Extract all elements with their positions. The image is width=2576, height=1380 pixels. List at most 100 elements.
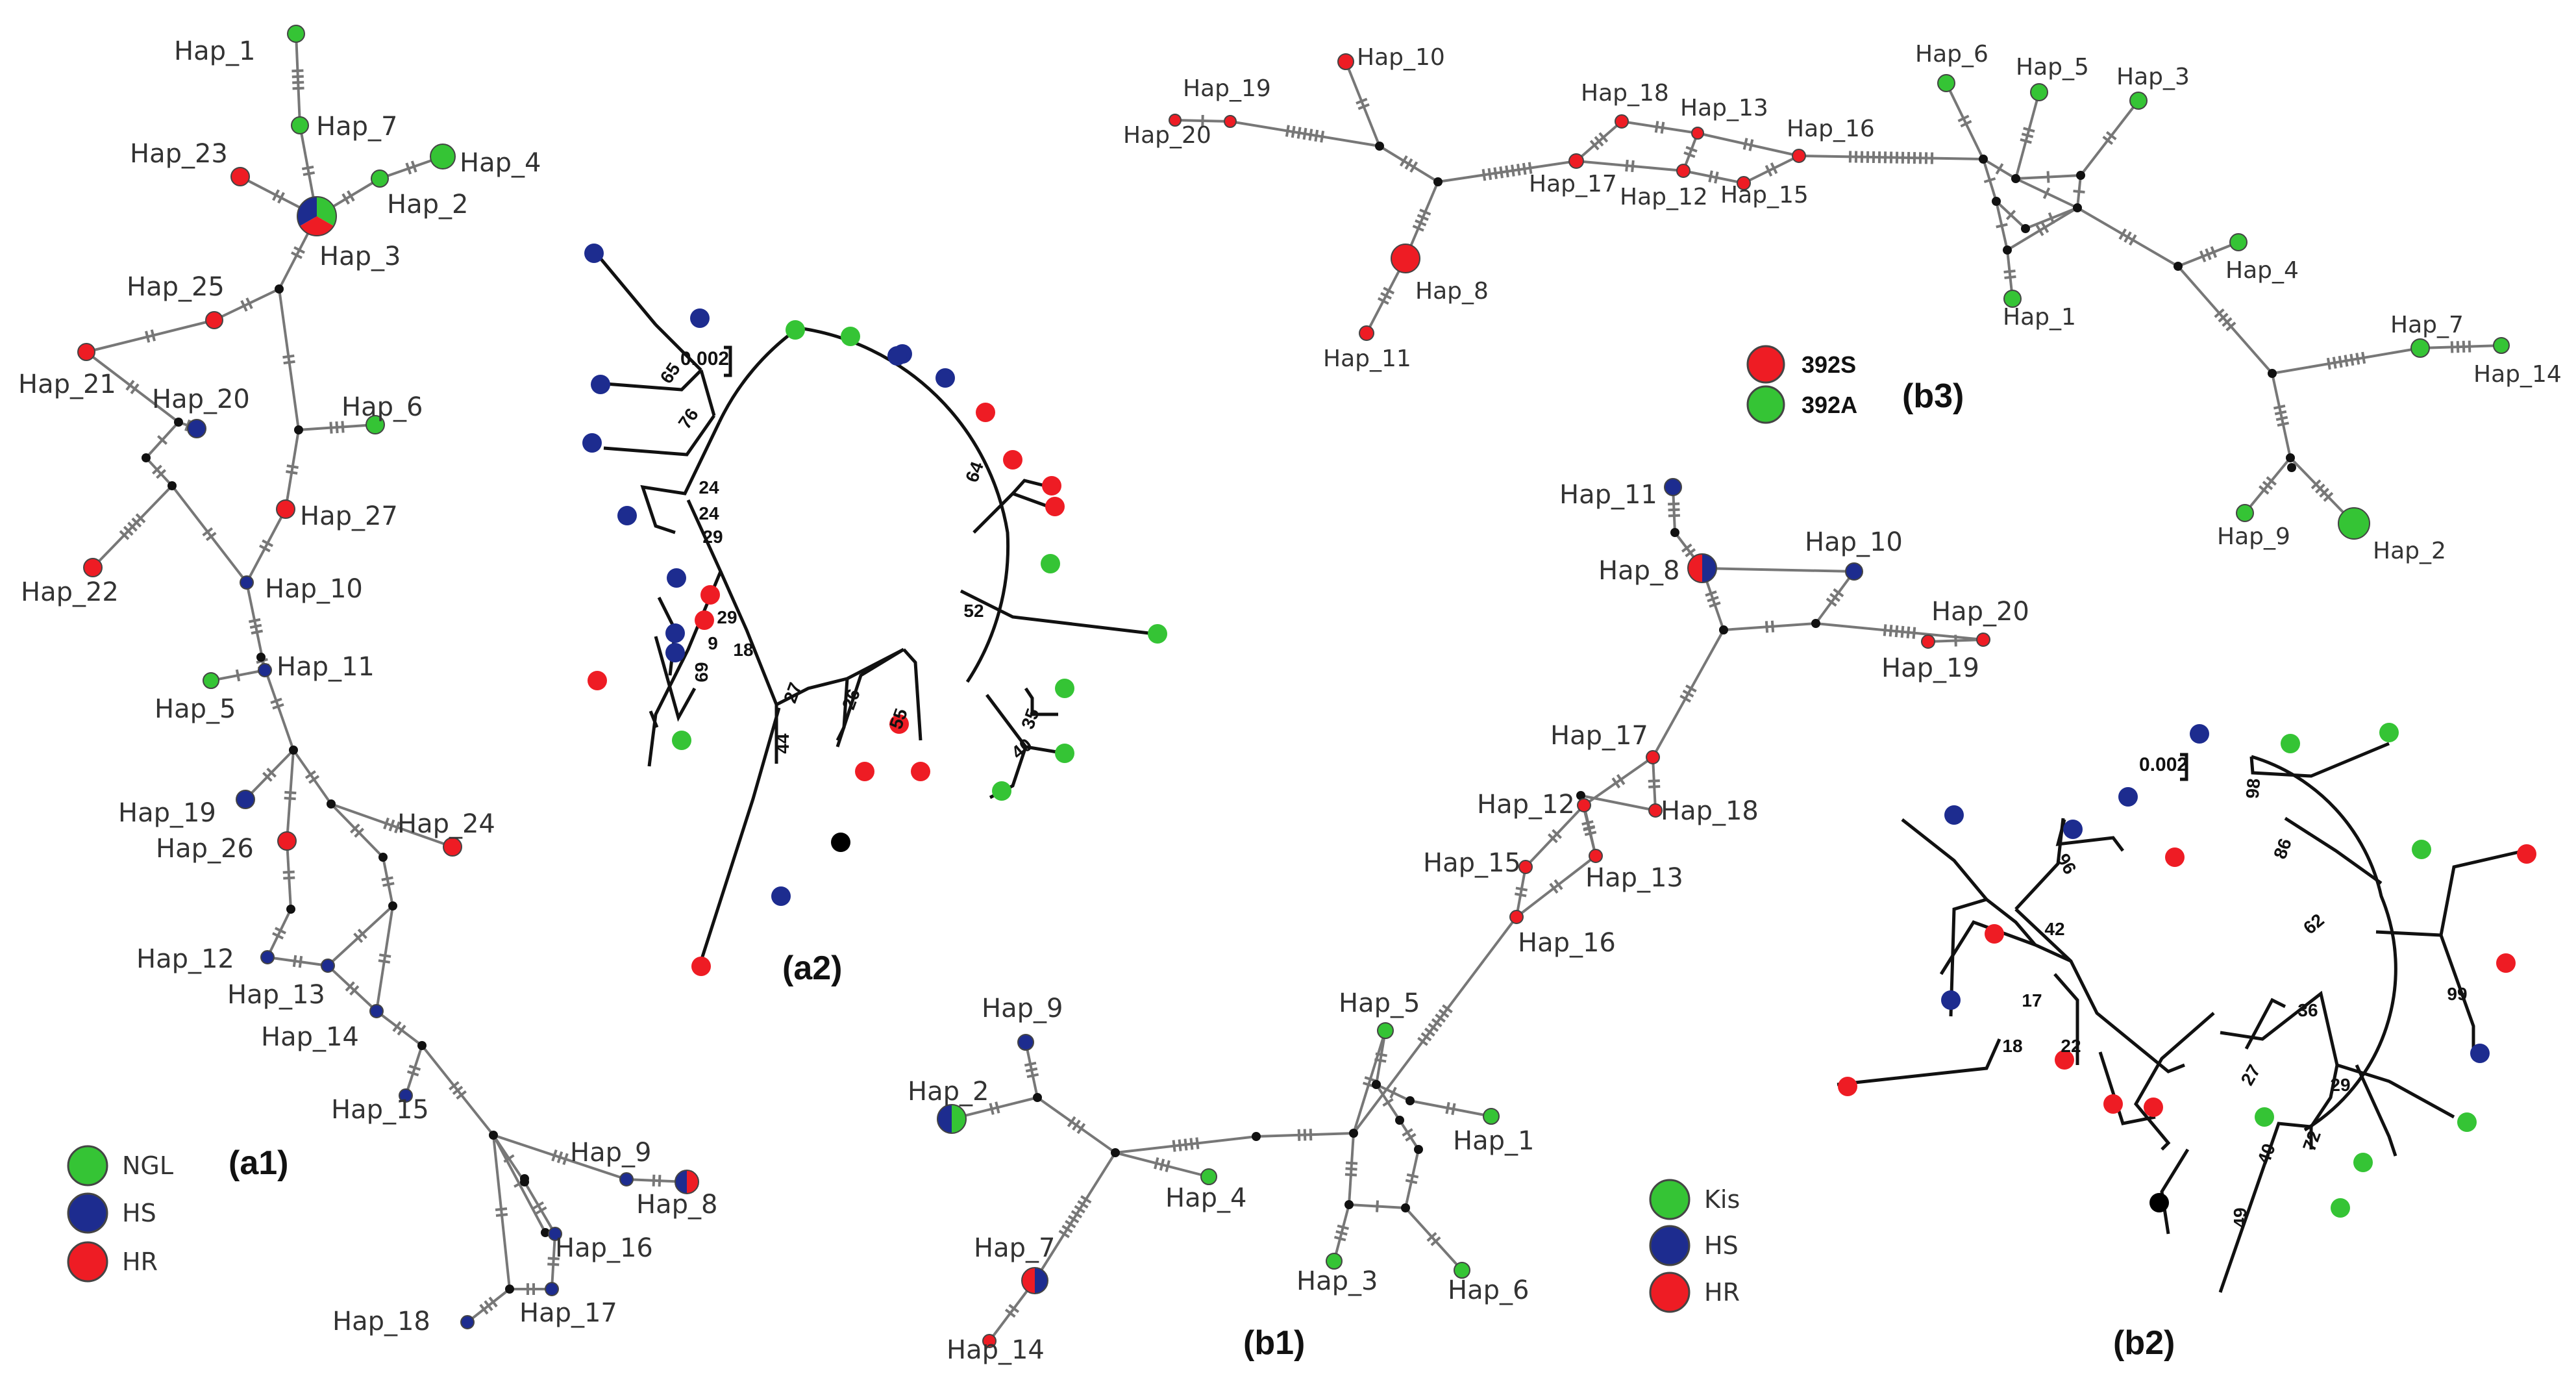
mutation-tick <box>284 790 297 795</box>
mutation-tick <box>286 464 299 469</box>
tree-b2-branch <box>2439 935 2475 1052</box>
b1-node-hap-2-slice <box>952 1105 966 1133</box>
mutation-tick <box>248 618 261 623</box>
b1-label-hap-12: Hap_12 <box>1477 790 1575 820</box>
tree-a2-tip <box>976 403 995 422</box>
mutation-tick <box>2275 416 2288 421</box>
b3-network-edge <box>1683 169 1744 184</box>
b1-node-hap-15-fill <box>1518 860 1533 874</box>
tree-b2-tip <box>2144 1098 2163 1117</box>
a1-network-edge <box>523 1181 556 1235</box>
mutation-tick <box>1770 620 1775 633</box>
mutation-tick <box>1026 1073 1039 1079</box>
tree-b2-tip <box>2190 724 2209 744</box>
a1-node-hap-26-fill <box>277 831 297 851</box>
a1-node-hap-15-fill <box>399 1088 413 1103</box>
tree-a2-tip <box>771 886 791 906</box>
mutation-tick <box>479 1303 489 1315</box>
mutation-tick <box>1008 1303 1020 1313</box>
tree-a2-bootstrap: 29 <box>717 607 737 627</box>
mutation-tick <box>408 1064 421 1071</box>
b1-network-edge <box>1034 1151 1117 1282</box>
mutation-tick <box>383 817 390 830</box>
mutation-tick <box>156 469 167 479</box>
mutation-tick <box>2214 308 2225 318</box>
b1-node-hap-5 <box>1377 1022 1394 1039</box>
panel-label-a2: (a2) <box>782 949 842 987</box>
mutation-tick <box>1424 1027 1435 1037</box>
mutation-tick <box>1402 1128 1413 1137</box>
a1-label-hap-19: Hap_19 <box>118 798 216 828</box>
mutation-tick <box>2023 127 2035 133</box>
b1-network-edge <box>1515 855 1597 918</box>
a1-label-hap-25: Hap_25 <box>127 272 225 302</box>
mutation-tick <box>1514 892 1527 897</box>
mutation-tick <box>452 1085 464 1096</box>
mutation-tick <box>1404 158 1413 170</box>
tree-a2-bootstrap: 44 <box>773 733 793 754</box>
mutation-tick <box>291 251 303 259</box>
a1-label-hap-17: Hap_17 <box>519 1298 617 1328</box>
a1-label-hap-13: Hap_13 <box>227 980 325 1010</box>
mutation-tick <box>1625 159 1629 172</box>
b1-network-edge <box>1580 794 1656 812</box>
tree-b2-tip <box>2118 787 2138 807</box>
b3-node-hap-16 <box>1792 149 1806 163</box>
tree-a2-tip <box>591 375 610 394</box>
tree-b2-branch <box>2098 1051 2156 1125</box>
a1-node-hap-12 <box>260 950 275 964</box>
a1-node-hap-25 <box>205 311 223 329</box>
mutation-tick <box>127 521 138 532</box>
a1-label-hap-24: Hap_24 <box>397 809 495 839</box>
median-vector <box>142 453 151 462</box>
mutation-tick <box>1431 1018 1443 1027</box>
mutation-tick <box>1515 886 1528 892</box>
mutation-tick <box>1356 97 1368 105</box>
tree-a2-branch <box>647 499 723 767</box>
mutation-tick <box>349 985 360 996</box>
mutation-tick <box>1067 1116 1076 1127</box>
a1-node-hap-8-slice <box>687 1170 699 1194</box>
b3-label-hap-6: Hap_6 <box>1915 41 1988 68</box>
mutation-tick <box>1071 1210 1083 1219</box>
b1-node-hap-20-fill <box>1976 633 1990 647</box>
mutation-tick <box>1357 103 1370 110</box>
b1-label-hap-2: Hap_2 <box>908 1077 989 1107</box>
median-vector <box>1395 1116 1404 1125</box>
tree-a2-branch <box>717 326 800 423</box>
mutation-tick <box>1077 1199 1089 1209</box>
network-nodes <box>77 25 2510 1348</box>
b1-network-edge <box>1398 1119 1420 1151</box>
median-vector <box>1811 619 1820 628</box>
median-vector <box>275 284 284 294</box>
b1-label-hap-6: Hap_6 <box>1448 1275 1529 1305</box>
mutation-tick <box>329 421 333 434</box>
b3-node-hap-11-fill <box>1359 325 1374 341</box>
a1-network-edge <box>267 956 328 967</box>
tree-a2-tip <box>889 714 909 734</box>
a1-label-hap-10: Hap_10 <box>265 574 363 604</box>
a1-node-hap-11-fill <box>258 663 272 677</box>
mutation-tick <box>394 821 401 834</box>
tree-b2-branch <box>2160 1148 2190 1235</box>
mutation-tick <box>1415 219 1427 227</box>
network-edges <box>85 33 2502 1342</box>
b3-node-hap-18-fill <box>1615 114 1629 129</box>
a1-node-hap-8-slice <box>675 1170 687 1194</box>
b3-node-hap-6-fill <box>1937 74 1955 92</box>
tree-a2-branch <box>596 253 716 416</box>
b3-node-hap-1-fill <box>2003 290 2022 308</box>
mutation-tick <box>1072 1119 1081 1131</box>
b1-node-hap-12 <box>1577 798 1591 812</box>
mutation-tick <box>1487 168 1492 181</box>
mutation-tick <box>1681 543 1692 553</box>
b3-label-hap-2: Hap_2 <box>2373 538 2446 564</box>
median-vector <box>1414 1145 1423 1154</box>
tree-b2-branch <box>2309 1064 2339 1149</box>
mutation-tick <box>2129 234 2137 246</box>
mutation-tick <box>1154 1157 1159 1170</box>
b1-node-hap-7-outline <box>1021 1267 1048 1294</box>
tree-b2-branch <box>1939 920 2072 975</box>
mutation-tick <box>2005 210 2016 220</box>
mutation-tick <box>1405 1133 1417 1142</box>
